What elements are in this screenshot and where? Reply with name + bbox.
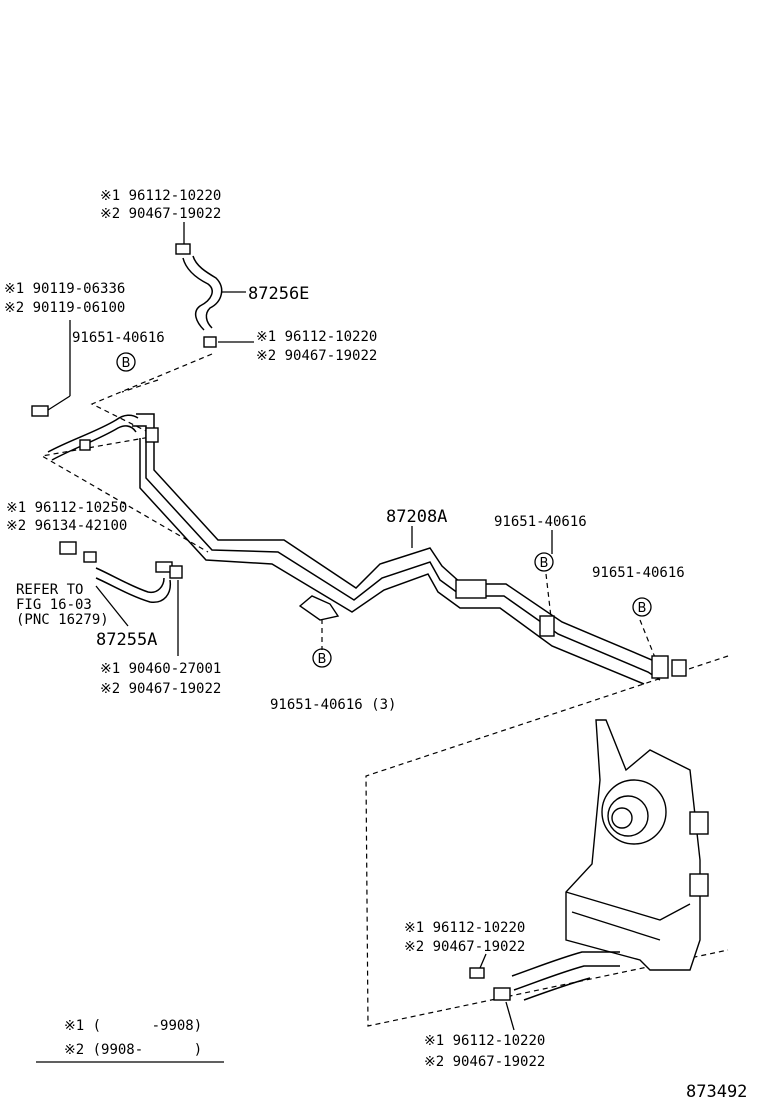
- legend-line-1: ※1 ( -9908): [64, 1018, 202, 1034]
- dashed-leaders: [40, 353, 729, 1027]
- callout-top-hose-lower-2: ※2 90467-19022: [256, 348, 377, 364]
- callout-clamp-right-2: 91651-40616: [592, 565, 685, 581]
- callout-left-hose-clip-2: ※2 96134-42100: [6, 518, 127, 534]
- part-87255a-label: 87255A: [96, 630, 157, 650]
- marker-b-right-1: B: [534, 552, 554, 572]
- callout-left-hose-clamp-2: ※2 90467-19022: [100, 681, 221, 697]
- clip-bottom: [298, 595, 340, 621]
- callout-clamp-right-1: 91651-40616: [494, 514, 587, 530]
- diagram-number: 873492: [686, 1082, 747, 1102]
- callout-heater-lower-1: ※1 96112-10220: [424, 1033, 545, 1049]
- callout-clamp-left: 91651-40616: [72, 330, 165, 346]
- hose-87255a: [59, 541, 183, 656]
- callout-heater-upper-1: ※1 96112-10220: [404, 920, 525, 936]
- svg-text:B: B: [540, 556, 549, 571]
- marker-b-right-2: B: [632, 597, 652, 617]
- callout-top-hose-upper-1: ※1 96112-10220: [100, 188, 221, 204]
- legend-line-2: ※2 (9908- ): [64, 1042, 202, 1058]
- hose-clamp-lower: [203, 336, 217, 348]
- heater-unit: [469, 719, 709, 1031]
- hose-clamp-top: [175, 243, 191, 255]
- svg-text:B: B: [638, 601, 647, 616]
- svg-text:B: B: [318, 652, 327, 667]
- callout-left-hose-clamp-1: ※1 90460-27001: [100, 661, 221, 677]
- callout-top-hose-lower-1: ※1 96112-10220: [256, 329, 377, 345]
- refer-line-1: REFER TO: [16, 582, 83, 598]
- bolt-part: [31, 405, 49, 417]
- callout-heater-upper-2: ※2 90467-19022: [404, 939, 525, 955]
- marker-b-left: B: [116, 352, 136, 372]
- marker-b-bottom: B: [312, 648, 332, 668]
- hose-87256e: [175, 222, 254, 348]
- part-87256e-label: 87256E: [248, 284, 309, 304]
- callout-bolt-2: ※2 90119-06100: [4, 300, 125, 316]
- callout-clamp-bottom: 91651-40616 (3): [270, 697, 396, 713]
- callout-bolt-1: ※1 90119-06336: [4, 281, 125, 297]
- refer-line-2: FIG 16-03: [16, 597, 92, 613]
- left-hose-assembly: [31, 320, 139, 461]
- callout-top-hose-upper-2: ※2 90467-19022: [100, 206, 221, 222]
- refer-line-3: (PNC 16279): [16, 612, 109, 628]
- pipe-87208a: [132, 413, 687, 685]
- svg-text:B: B: [122, 356, 131, 371]
- callout-heater-lower-2: ※2 90467-19022: [424, 1054, 545, 1070]
- legend: ※1 ( -9908) ※2 (9908- ): [36, 1018, 224, 1063]
- part-87208a-label: 87208A: [386, 507, 447, 527]
- callout-left-hose-clip-1: ※1 96112-10250: [6, 500, 127, 516]
